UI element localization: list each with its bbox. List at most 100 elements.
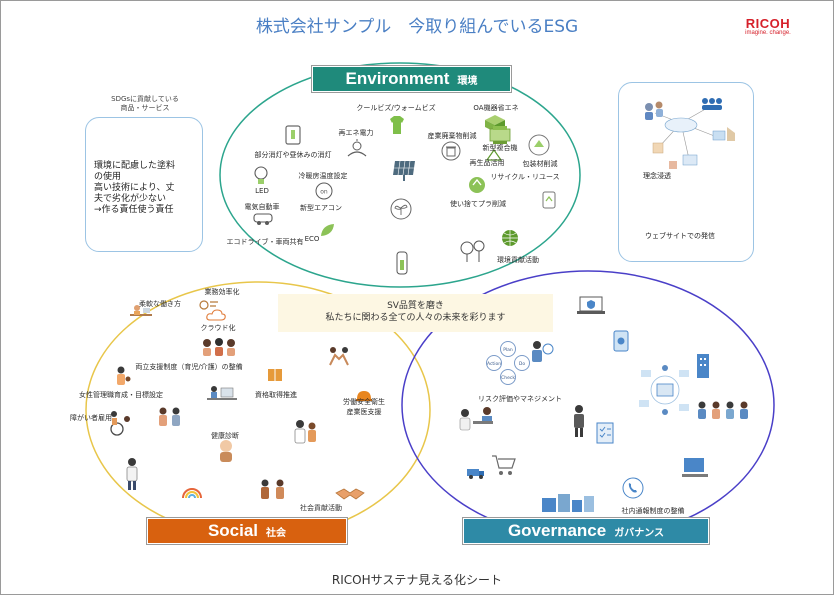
analyst-icon [532,341,554,362]
parenting-icon [117,366,131,385]
env-label-led: LED [255,187,269,195]
office-network-icon [639,365,689,415]
efficiency-icon [199,300,218,310]
environment-circle [219,62,581,288]
phone-icon [622,477,644,499]
governance-label-jp: ガバナンス [614,528,665,539]
soc-label-support: 両立支援制度（育児/介護）の整備 [135,363,243,371]
presenter-icon [574,405,584,437]
globe-icon [502,230,518,246]
pdca-plan: Plan [503,347,513,353]
center-message-line1: SV品質を磨き [387,301,444,311]
risk-management-team-icon [459,407,493,431]
thermometer-icon [396,251,408,275]
gov-label-risk: リスク評価やマネジメント [478,395,562,403]
env-label-recycle: リサイクル・リユース [490,173,560,181]
env-label-oa-energy: OA機器省エネ [473,104,519,112]
renewable-power-icon [347,139,367,157]
env-label-contribution: 環境貢献活動 [497,256,539,264]
health-check-icon [220,440,232,462]
sprout-icon [390,198,412,220]
lightbulb-icon [254,166,268,184]
environment-label-en: Environment [345,69,450,88]
eco-leaf-icon [321,224,334,236]
soc-label-efficiency: 業務効率化 [204,288,240,296]
env-label-eco: ECO [304,235,320,243]
soc-label-doctor: 産業医支援 [346,408,382,416]
sdgs-products-box: 環境に配慮した塗料 の使用 高い技術により、丈 夫で劣化が少ない →作る責任使う… [85,117,203,252]
env-label-ecodrive: エコドライブ・車両共有 [227,238,304,246]
pdca-cycle-icon: Plan Do Check Action [486,341,530,385]
disability-icon [110,411,130,436]
env-label-lights-off: 部分消灯や昼休みの消灯 [254,151,332,159]
center-message: SV品質を磨き 私たちに関わる全ての人々の未来を彩ります [278,294,553,332]
soc-label-women: 女性管理職育成・目標設定 [79,391,163,399]
env-label-new-mfp: 新型複合機 [482,144,518,152]
gov-label-whistleblow: 社内通報制度の整備 [621,507,685,515]
waste-reduction-icon [441,141,461,161]
electric-vehicle-icon [253,213,273,225]
volunteer-person-icon [126,458,138,490]
solar-panel-icon [393,160,415,181]
women-managers-icon [159,407,180,426]
rainbow-icon [182,488,202,499]
checklist-icon [596,422,614,444]
recycle-bin-icon [542,191,556,209]
soc-label-qualification: 資格取得推進 [255,391,297,399]
meeting-people-icon [698,401,748,419]
env-label-recycled: 再生品活用 [469,159,505,167]
community-people-icon [261,479,284,499]
soc-label-cloud: クラウド化 [200,324,236,332]
env-label-ecodrive-text: エコドライブ・車両共有 [226,238,304,246]
ricoh-logo: RICOH imagine. change. [737,16,799,36]
philosophy-network-illustration [645,98,735,169]
logo-brand: RICOH [745,16,791,31]
env-label-renewable: 再エネ電力 [338,129,374,137]
desk-computer-icon [682,458,708,477]
svg-text:on: on [320,189,328,196]
philosophy-caption: 理念浸透 [643,172,671,180]
shopping-cart-icon [492,455,516,475]
safety-helmet-icon [356,391,372,401]
pdca-do: Do [519,361,525,367]
soc-label-community: 社会貢献活動 [300,504,342,512]
mfp-icon [489,126,511,144]
trees-icon [460,240,485,262]
doctor-icon [294,420,316,444]
env-label-packaging: 包装材削減 [522,160,558,168]
laptop-shield-icon [577,296,605,314]
social-label-jp: 社会 [266,528,287,539]
env-label-coolbiz: クールビズ/ウォームビズ [356,104,436,112]
desk-worker-icon [207,386,237,400]
logo-tagline: imagine. change. [745,30,791,36]
env-label-waste: 産業廃棄物削減 [427,132,477,140]
recycled-product-icon [485,148,503,161]
pdca-check: Check [501,375,515,381]
air-conditioner-icon: on [315,182,333,200]
team-icon [203,338,235,356]
social-label-en: Social [207,521,259,540]
website-caption: ウェブサイトでの発信 [645,232,715,240]
building-icon [697,354,709,378]
philosophy-panel [618,82,754,262]
recycle-reuse-icon [469,177,485,193]
cloud-icon [206,309,226,321]
sheet-footer: RICOHサステナ見える化シート [331,573,503,587]
flexible-work-icon [130,305,152,316]
env-label-temp: 冷暖房温度設定 [298,172,348,180]
env-label-plastic: 使い捨てプラ削減 [450,200,506,208]
center-message-line2: 私たちに関わる全ての人々の未来を彩ります [325,313,506,323]
social-label: Social 社会 [146,517,348,545]
book-icon [268,369,282,381]
soc-label-health: 健康診断 [211,432,239,440]
packaging-icon [528,134,550,156]
smartphone-icon [613,330,629,352]
soc-label-flexible: 柔軟な働き方 [139,300,181,308]
page-title: 株式会社サンプル 今取り組んでいるESG [255,17,579,37]
env-label-ev: 電気自動車 [244,203,280,211]
switch-off-icon [285,125,301,145]
truck-icon [467,469,484,479]
partnership-icon [335,488,365,500]
